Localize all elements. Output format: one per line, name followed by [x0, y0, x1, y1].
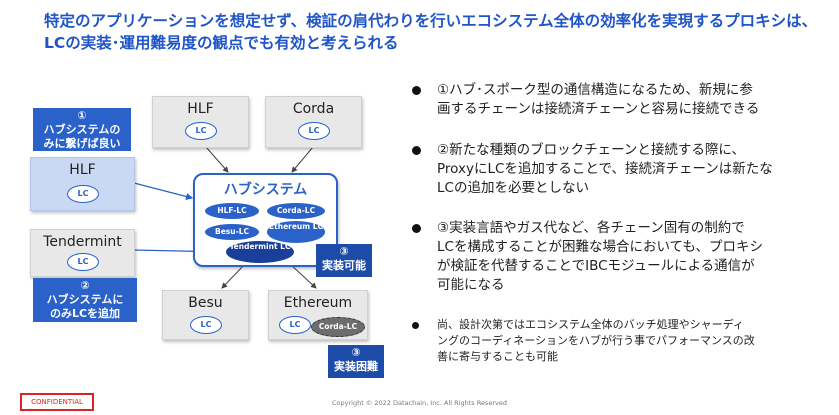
lc-badge: LC [190, 316, 222, 334]
chain-besu: Besu LC [162, 290, 249, 340]
callout-text: のみLCを追加 [49, 307, 121, 320]
hub-title: ハブシステム [223, 182, 308, 198]
bullet-line: 画するチェーンは接続済チェーンと容易に接続できる [437, 101, 760, 117]
chain-corda: Corda LC [265, 96, 362, 148]
callout-text: 実装困難 [334, 360, 378, 373]
bullet-line: 尚、設計次第ではエコシステム全体のバッチ処理やシャーディ [437, 318, 744, 331]
lc-badge: LC [67, 185, 99, 203]
hub-lc-tendermint: Tendermint LC [226, 241, 294, 263]
lc-badge: LC [67, 253, 99, 271]
callout-number: ① [77, 109, 87, 122]
callout-3-possible: ③ 実装可能 [316, 244, 372, 277]
chain-name: Ethereum [283, 295, 353, 311]
callout-number: ② [80, 279, 90, 292]
callout-3-difficult: ③ 実装困難 [328, 345, 384, 378]
bullet-line: ProxyにLCを追加することで、接続済チェーンは新たな [437, 161, 773, 177]
title-line-2: LCの実装･運用難易度の観点でも有効と考えられる [44, 34, 399, 52]
callout-text: みに繋げば良い [43, 137, 121, 150]
chain-name: Besu [188, 295, 223, 311]
callout-number: ③ [339, 245, 349, 258]
bullet-line: 善に寄与することも可能 [437, 350, 558, 363]
arrow-besu [221, 258, 251, 289]
chain-name: HLF [187, 101, 214, 117]
bullet-line: ③実装言語やガス代など、各チェーン固有の制約で [437, 220, 745, 236]
hub-system: ハブシステム HLF-LC Corda-LC Besu-LC Ethereum … [193, 173, 338, 267]
callout-1: ① ハブシステムの みに繋げば良い [33, 108, 131, 151]
bullet-line: ングのコーディネーションをハブが行う事でパフォーマンスの改 [437, 334, 755, 347]
callout-number: ③ [351, 346, 361, 359]
callout-text: ハブシステムの [43, 123, 121, 136]
hub-lc-besu: Besu-LC [205, 224, 259, 240]
arrow-corda [291, 141, 319, 173]
arrow-hlf-top [200, 141, 229, 173]
hub-lc-corda: Corda-LC [267, 203, 325, 219]
hub-lc-ethereum: Ethereum LC [267, 221, 325, 243]
slide-title: 特定のアプリケーションを想定せず、検証の肩代わりを行いエコシステム全体の効率化を… [44, 10, 834, 54]
arrow-ethereum [284, 258, 317, 289]
bullet-line: 可能になる [437, 277, 505, 293]
callout-2: ② ハブシステムに のみLCを追加 [33, 278, 137, 322]
copyright-text: Copyright © 2022 Datachain, Inc. All Rig… [332, 399, 507, 407]
callout-text: ハブシステムに [46, 293, 124, 306]
bullet-line: が検証を代替することでIBCモジュールによる通信が [437, 258, 755, 274]
confidential-badge: CONFIDENTIAL [20, 393, 94, 411]
bullet-line: ①ハブ･スポーク型の通信構造になるため、新規に参 [437, 82, 753, 98]
chain-name: Corda [292, 101, 335, 117]
callout-text: 実装可能 [322, 259, 366, 272]
bullet-dot [412, 146, 421, 155]
chain-hlf-left: HLF LC [30, 157, 135, 211]
bullet-line: LCの追加を必要としない [437, 180, 589, 196]
arrow-hlf-left [127, 178, 194, 200]
lc-badge: LC [279, 316, 311, 334]
bullet-line: LCを構成することが困難な場合においても、プロキシ [437, 239, 763, 255]
bullet-line: ②新たな種類のブロックチェーンと接続する際に、 [437, 142, 746, 158]
bullet-dot [412, 86, 421, 95]
chain-hlf-top: HLF LC [152, 96, 249, 148]
lc-badge: LC [298, 122, 330, 140]
lc-badge: LC [185, 122, 217, 140]
hub-lc-hlf: HLF-LC [205, 203, 259, 219]
chain-name: Tendermint [43, 234, 122, 250]
title-line-1: 特定のアプリケーションを想定せず、検証の肩代わりを行いエコシステム全体の効率化を… [44, 12, 818, 30]
bullet-dot [412, 224, 421, 233]
bullet-dot [412, 322, 419, 329]
corda-lc-unavailable: Corda-LC [311, 317, 365, 337]
chain-tendermint: Tendermint LC [30, 229, 135, 277]
chain-name: HLF [69, 162, 96, 178]
